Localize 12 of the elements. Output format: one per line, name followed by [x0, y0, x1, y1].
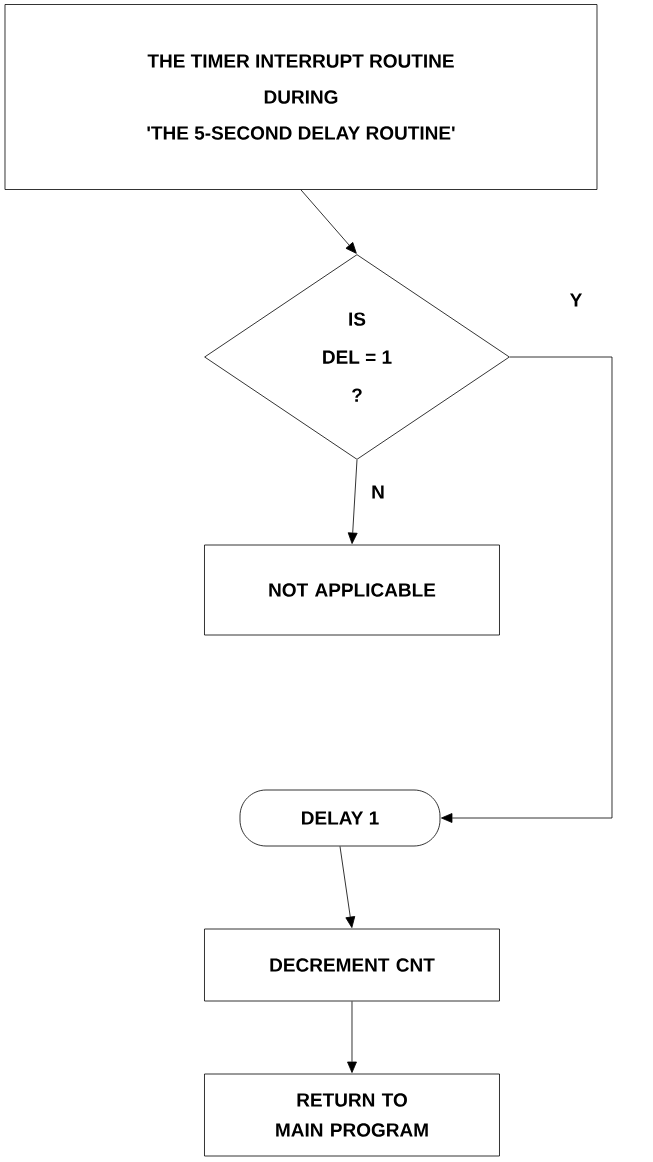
process-box: DECREMENT CNT	[204, 928, 500, 1002]
title-box: THE TIMER INTERRUPT ROUTINE DURING 'THE 5-SECOND DELAY ROUTINE'	[4, 4, 598, 190]
arrow	[300, 189, 357, 254]
process-box: NOT APPLICABLE	[204, 544, 500, 636]
process-box: RETURN TO MAIN PROGRAM	[204, 1073, 500, 1157]
edge-label: Y	[567, 291, 585, 309]
edge-label: N	[369, 483, 387, 501]
arrow	[347, 1001, 357, 1073]
arrow	[339, 846, 356, 928]
terminal-box: DELAY 1	[239, 789, 441, 847]
arrow	[347, 459, 358, 544]
arrow	[441, 356, 613, 823]
